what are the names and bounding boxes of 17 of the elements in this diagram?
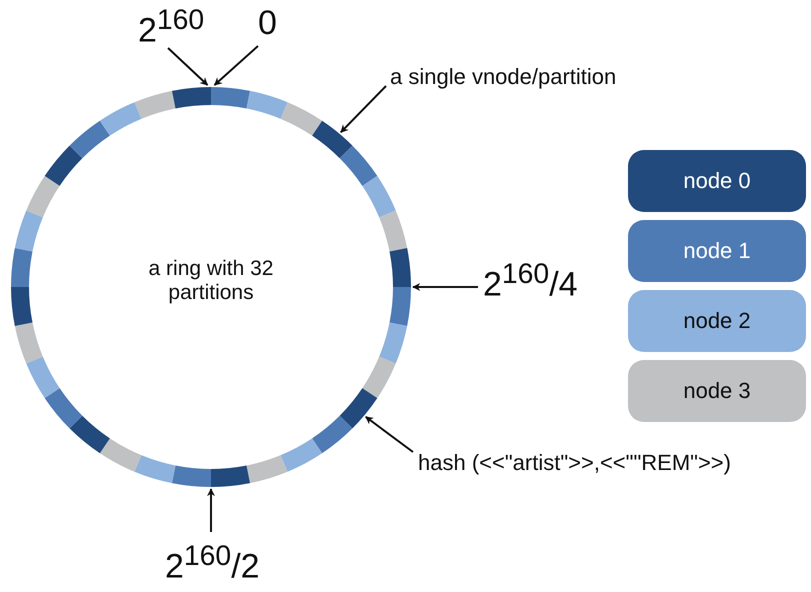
legend-swatch: node 1 [628, 220, 806, 282]
arrow [340, 85, 387, 133]
value-label: 0 [258, 4, 277, 43]
arrow [365, 416, 414, 453]
arrow [167, 47, 208, 86]
value-label: 2$^{160}$/4 [483, 258, 578, 304]
ring-label: a ring with 32 partitions [148, 257, 274, 305]
value-label: 2$^{160}$ [138, 4, 204, 50]
legend-swatch: node 3 [628, 360, 806, 422]
arrow [412, 283, 478, 291]
value-label: 2$^{160}$/2 [165, 540, 260, 586]
arrow [214, 45, 259, 86]
annotation-label: hash (<<"artist">>,<<""REM">>) [418, 450, 731, 476]
legend-swatch: node 2 [628, 290, 806, 352]
annotation-label: a single vnode/partition [390, 64, 616, 90]
arrow [207, 488, 215, 532]
legend-swatch: node 0 [628, 150, 806, 212]
